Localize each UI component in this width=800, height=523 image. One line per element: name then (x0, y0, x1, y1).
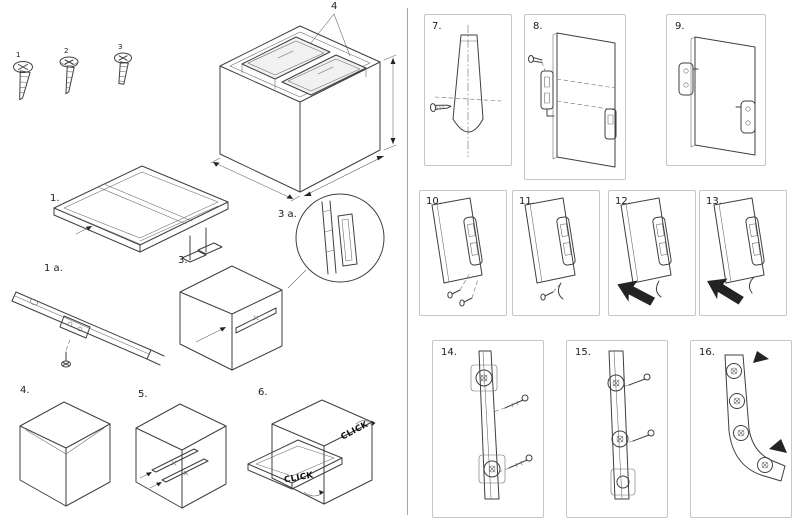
mounting-screw-icon (540, 282, 562, 301)
fastener-parts: 1 2 3 (8, 42, 168, 122)
step-13-drawing (707, 197, 765, 305)
step-4: 4. (12, 380, 118, 520)
fastener-2-label: 2 (64, 47, 69, 55)
step-3: 3. (170, 248, 296, 372)
step-7-label: 7. (432, 21, 442, 32)
hook-piece (557, 282, 564, 300)
assembly-overview: 4 (198, 2, 403, 217)
step-16-drawing (724, 351, 787, 482)
fastener-1-label: 1 (16, 51, 21, 59)
mounting-screw-icon (625, 429, 655, 444)
step-7: 7. (424, 14, 512, 166)
step-15-label: 15. (575, 347, 591, 358)
countersunk-screw-icon (13, 61, 33, 101)
hook-bracket-icon (678, 62, 699, 96)
step-1-label: 1. (50, 193, 60, 204)
step-5-drawing (135, 403, 227, 509)
step-1: 1. (40, 148, 240, 288)
mounting-screw-icon (447, 272, 471, 299)
step-11-label: 11. (519, 196, 535, 207)
step-13-label: 13. (706, 196, 722, 207)
insert-arrow-icon (146, 472, 152, 477)
step-10-drawing (431, 197, 483, 307)
step-6-label: 6. (258, 387, 268, 398)
step-8-drawing (528, 32, 617, 168)
step-1a-drawing (11, 291, 165, 368)
step-13: 13. (699, 190, 787, 316)
click-arrow-icon (319, 490, 324, 495)
step-11-drawing (524, 197, 576, 301)
step-12: 12. (608, 190, 696, 316)
step-10: 10. (419, 190, 507, 316)
step-16: 16. (690, 340, 792, 518)
step-6: 6. CLICK CLICK (244, 380, 396, 523)
column-divider (407, 8, 408, 515)
mounting-screw-icon (430, 103, 452, 113)
step-9-label: 9. (675, 21, 685, 32)
step-3a-drawing (287, 193, 385, 289)
direction-arrow-icon (769, 439, 787, 453)
step-14-label: 14. (441, 347, 457, 358)
pan-head-screw-icon (59, 56, 79, 95)
direction-arrow-icon (753, 351, 769, 363)
step-9: 9. (666, 14, 766, 166)
insert-arrow-icon (156, 482, 162, 487)
direction-arrow-icon (617, 280, 656, 306)
step-8: 8. (524, 14, 626, 180)
step-5: 5. (126, 382, 238, 522)
step-1a-label: 1 a. (44, 263, 63, 274)
step-8-label: 8. (533, 21, 543, 32)
step-12-drawing (617, 197, 672, 306)
step-16-label: 16. (699, 347, 715, 358)
insert-arrow-icon (219, 327, 226, 332)
step-14: 14. (432, 340, 544, 518)
step-14-drawing (470, 350, 533, 500)
step-4-label: 4. (20, 385, 30, 396)
mounting-screw-icon (61, 339, 71, 368)
step-3a-label: 3 a. (278, 209, 297, 220)
step-15: 15. (566, 340, 668, 518)
mounting-screw-icon (528, 55, 546, 72)
euro-screw-icon (114, 52, 132, 85)
step-10-label: 10. (426, 196, 442, 207)
step-11: 11. (512, 190, 600, 316)
step-9-drawing (678, 36, 756, 156)
step-6-drawing (247, 399, 376, 505)
long-screw-icon (492, 394, 529, 413)
step-1-drawing (53, 165, 229, 263)
insert-arrow-icon (85, 226, 92, 231)
step-12-label: 12. (615, 196, 631, 207)
step-1a: 1 a. (6, 260, 174, 392)
step-3-drawing (179, 265, 283, 371)
mounting-screw-icon (621, 373, 651, 388)
step-7-drawing (430, 24, 502, 158)
step-15-drawing (607, 350, 655, 500)
step-3a: 3 a. (276, 188, 388, 298)
assembly-overview-drawing (210, 13, 397, 202)
step-4-drawing (19, 401, 111, 507)
step-3-label: 3. (178, 255, 188, 266)
long-screw-icon (498, 454, 533, 473)
step-5-label: 5. (138, 389, 148, 400)
assembly-callout-label: 4 (331, 1, 338, 12)
direction-arrow-icon (707, 278, 744, 305)
click-arrow-icon (371, 420, 376, 426)
mounting-screw-icon (459, 278, 479, 307)
hook-bracket-icon (735, 100, 756, 134)
fastener-3-label: 3 (118, 43, 123, 51)
